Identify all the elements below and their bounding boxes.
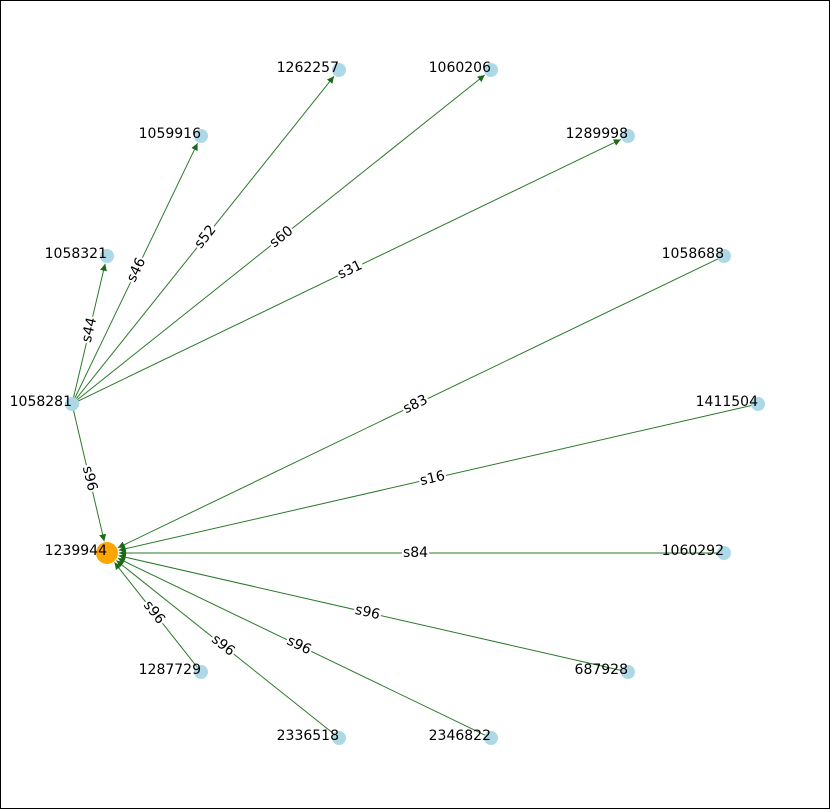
node-label-1058688: 1058688 <box>662 246 724 262</box>
node-label-1059916: 1059916 <box>139 126 201 142</box>
node-labels-layer: 1239944 1058281 1058321 1059916 1262257 10602… <box>10 60 758 744</box>
node-label-1058321: 1058321 <box>45 246 107 262</box>
node-label-1411504: 1411504 <box>696 394 758 410</box>
edge-label-group: s16 <box>417 468 448 489</box>
node-label-1060206: 1060206 <box>429 60 491 76</box>
node-687928[interactable] <box>621 665 635 679</box>
edge-label-background <box>79 463 100 494</box>
node-label-1058281: 1058281 <box>10 394 72 410</box>
highlighted-node-1239944[interactable] <box>96 542 118 564</box>
edge-label: s52 <box>191 222 219 252</box>
node-label-2336518: 2336518 <box>277 728 339 744</box>
node-1289998[interactable] <box>621 129 635 143</box>
edge-label-background <box>191 222 220 252</box>
edge-label-background <box>208 631 239 660</box>
edge-label: s60 <box>267 223 297 251</box>
edge-label-background <box>140 597 168 628</box>
edge-label-background <box>283 633 315 658</box>
edge-label: s96 <box>140 598 168 628</box>
edge-label-group: s31 <box>334 257 366 283</box>
edge-label: s16 <box>418 468 446 489</box>
edge-label-background <box>401 546 430 560</box>
edge-label-background <box>352 602 383 623</box>
node-label-1287729: 1287729 <box>139 662 201 678</box>
edge-label-group: s44 <box>79 315 100 345</box>
nodes-layer <box>65 63 765 745</box>
edge-label: s96 <box>208 631 238 659</box>
node-2346822[interactable] <box>484 731 498 745</box>
node-2336518[interactable] <box>332 731 346 745</box>
node-1287729[interactable] <box>194 665 208 679</box>
node-1058321[interactable] <box>100 249 114 263</box>
node-1058688[interactable] <box>717 249 731 263</box>
node-1059916[interactable] <box>194 129 208 143</box>
edge-label-group: s84 <box>401 545 430 561</box>
edge-label: s44 <box>79 316 100 344</box>
edge-label-group: s96 <box>352 602 383 623</box>
edge-label-group: s60 <box>266 223 297 251</box>
edge-label-group: s46 <box>124 254 149 286</box>
edge-label-group: s83 <box>400 392 431 417</box>
edge-label-background <box>417 468 448 489</box>
node-label-1060292: 1060292 <box>662 543 724 559</box>
edge-labels-layer: s44 s46 s52 s60 s31 s96 s83 s16 s84 s96 s96 s96 s96 <box>79 222 448 660</box>
edge-label-group: s96 <box>140 597 168 628</box>
edge-label: s84 <box>403 545 428 561</box>
node-1411504[interactable] <box>751 397 765 411</box>
node-1262257[interactable] <box>332 63 346 77</box>
edge-label-background <box>400 392 431 417</box>
edge-label-group: s96 <box>283 633 315 658</box>
edge-label-group: s96 <box>79 463 100 494</box>
node-label-1289998: 1289998 <box>566 126 628 142</box>
node-1060206[interactable] <box>484 63 498 77</box>
edge-label-background <box>266 223 297 251</box>
edge-label-group: s52 <box>191 222 220 252</box>
node-label-2346822: 2346822 <box>429 728 491 744</box>
node-1060292[interactable] <box>717 546 731 560</box>
node-label-1239944: 1239944 <box>45 543 107 559</box>
edge-label-background <box>79 315 100 345</box>
node-1058281[interactable] <box>65 397 79 411</box>
edge-label: s96 <box>79 464 100 492</box>
edge-label-background <box>334 257 366 283</box>
edge-label-background <box>124 254 149 286</box>
node-label-1262257: 1262257 <box>277 60 339 76</box>
edge-label: s96 <box>353 602 381 623</box>
edge-label-group: s96 <box>208 631 239 660</box>
node-label-687928: 687928 <box>575 662 628 678</box>
